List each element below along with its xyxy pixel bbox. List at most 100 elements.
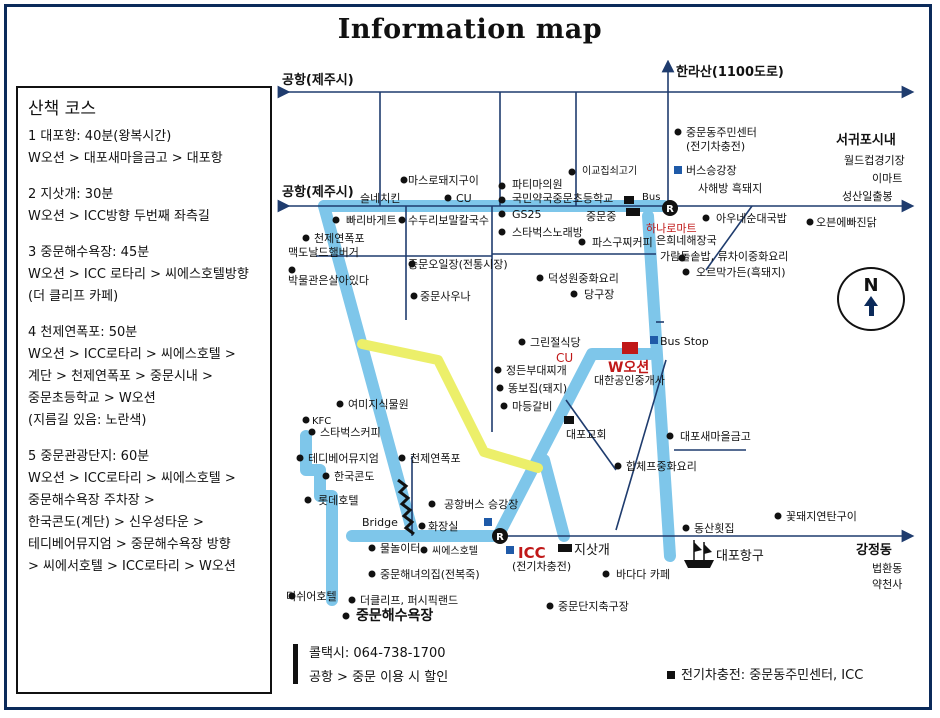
map-label-2: 이마트 [872, 172, 902, 185]
map-label-icc-sub: (전기차충전) [512, 560, 571, 573]
course-line: W오션 > ICC방향 두번째 좌측길 [28, 209, 210, 224]
course-line: W오션 > ICC로타리 > 씨에스호텔 > [28, 471, 236, 486]
course-line: 5 중문관광단지: 60분 [28, 449, 150, 464]
map-label-bus: Bus [642, 192, 660, 203]
map-label-sudur: 수두리보말칼국수 [408, 214, 489, 227]
place-dot [368, 544, 376, 552]
map-label-daehan: 대한공인중개사 [594, 374, 665, 387]
map-label-deoksung: 덕성원중화요리 [548, 272, 619, 285]
course-line: (더 클리프 카페) [28, 289, 119, 304]
shortcut-route-yellow [357, 339, 543, 473]
course-line: 2 지삿개: 30분 [28, 187, 114, 202]
place-dot [570, 290, 578, 298]
map-label-0: 서귀포시내 [836, 132, 896, 148]
map-label-bakmul: 박물관은살아있다 [288, 274, 369, 287]
place-dot [546, 602, 554, 610]
place-dot [678, 254, 686, 262]
w-ocean-marker [622, 342, 638, 354]
map-label-dongsan: 동산횟집 [694, 522, 734, 535]
map-frame [4, 4, 932, 710]
taxi-info: 콜택시: 064-738-1700 공항 > 중문 이용 시 할인 [293, 642, 448, 690]
map-label-restroom: 화장실 [428, 520, 458, 533]
place-dot [806, 218, 814, 226]
map-label-garam: 가람돌솥밥, 류차이중화요리 [660, 250, 788, 263]
course-line: 중문해수욕장 주차장 > [28, 493, 155, 508]
svg-text:R: R [496, 532, 504, 543]
map-label-cheonjeyeon-mid: 천제연폭포 [410, 451, 461, 465]
place-dot [702, 214, 710, 222]
bus-stop-marker [650, 336, 658, 344]
ev-square-icon [667, 671, 675, 679]
map-label-junmun-oil: 중문오일장(전통시장) [408, 257, 508, 271]
course-1: 1 대포항: 40분(왕복시간)W오션 > 대포새마을금고 > 대포항 [28, 126, 260, 170]
airport-bus-marker [484, 518, 492, 526]
junmunjung-marker [624, 196, 634, 204]
map-label-madeung: 마등갈비 [512, 399, 552, 413]
map-label-duysu: 더쉬어호텔 [286, 590, 337, 603]
map-label-gs25: GS25 [512, 208, 542, 221]
map-label-kkot: 꽃돼지연탄구이 [786, 510, 857, 523]
map-label-sahaebang: 사해방 흑돼지 [698, 181, 762, 195]
stairs-icon [397, 478, 415, 536]
course-line: W오션 > ICC 로타리 > 씨에스호텔방향 [28, 267, 249, 282]
roundabout-icc: R [492, 528, 508, 544]
place-dot [500, 402, 508, 410]
place-dots [288, 128, 814, 620]
roads [277, 60, 915, 543]
place-dot [774, 512, 782, 520]
map-label-pasgu: 파스구찌커피 [592, 236, 653, 249]
map-label-lee: 이교집쇠고기 [582, 165, 637, 177]
map-label-pharmacy: 국민약국중문초등학교 [512, 191, 613, 205]
legend-title: 산책 코스 [28, 99, 96, 119]
map-label-junmun-sauna: 중문사우나 [420, 290, 471, 303]
course-line: W오션 > ICC로타리 > 씨에스호텔 > [28, 347, 236, 362]
taxi-discount: 공항 > 중문 이용 시 할인 [309, 670, 449, 685]
place-dot [336, 400, 344, 408]
icc-marker [506, 546, 514, 554]
map-label-junmun-seafood: 중문해녀의집(전복죽) [380, 567, 480, 581]
map-label-jisatgae: 지삿개 [574, 543, 610, 558]
course-line: > 씨에서호텔 > ICC로타리 > W오션 [28, 559, 236, 574]
north-arrow-icon [864, 296, 878, 306]
north-label: N [863, 275, 879, 296]
place-dot [666, 432, 674, 440]
place-dot [420, 546, 428, 554]
map-label-daepo-port: 대포항구 [716, 549, 764, 564]
map-label-badada: 바다다 카페 [616, 568, 670, 581]
map-label-main-road-left: 공항(제주시) [282, 184, 354, 200]
map-label-hanaro: 하나로마트 [646, 221, 697, 235]
place-dot [498, 182, 506, 190]
page-title: Information map [337, 14, 603, 45]
place-dot [602, 570, 610, 578]
map-label-top-road-left: 공항(제주시) [282, 72, 354, 88]
course-line: 계단 > 천제연폭포 > 중문시내 > [28, 369, 213, 384]
place-dot [302, 234, 310, 242]
map-label-kfc: KFC [312, 416, 331, 427]
map-label-w-ocean: W오션 [608, 359, 649, 376]
map-label-hankook: 한국콘도 [334, 470, 374, 483]
map-label-party: 파티마의원 [512, 178, 563, 191]
taxi-number: 콜택시: 064-738-1700 [309, 646, 446, 661]
map-label-mcd: 맥도날드햄버거 [288, 246, 359, 259]
road-diag [565, 399, 617, 471]
bus-marker [626, 208, 640, 216]
map-label-cu-top: CU [456, 192, 472, 205]
map-label-mulgil: 물놀이터 [380, 542, 420, 555]
map-label-cheonjeyeon-top: 천제연폭포 [314, 231, 365, 245]
map-label-1: 월드컵경기장 [844, 154, 905, 167]
place-dot [304, 496, 312, 504]
road-diag2 [615, 359, 667, 531]
map-label-danggu: 당구장 [584, 288, 614, 301]
map-label-shooting: 슬네치킨 [360, 192, 400, 205]
map-label-eunhoe: 은희네해장국 [656, 233, 717, 247]
map-label-0: 강정동 [856, 542, 892, 558]
place-dot [368, 570, 376, 578]
daepo-church-marker [564, 416, 574, 424]
place-dot [302, 416, 310, 424]
course-list: 1 대포항: 40분(왕복시간)W오션 > 대포새마을금고 > 대포항 2 지삿개… [28, 126, 260, 578]
bus-stop-top-marker [674, 166, 682, 174]
place-dot [444, 194, 452, 202]
place-dot [322, 472, 330, 480]
